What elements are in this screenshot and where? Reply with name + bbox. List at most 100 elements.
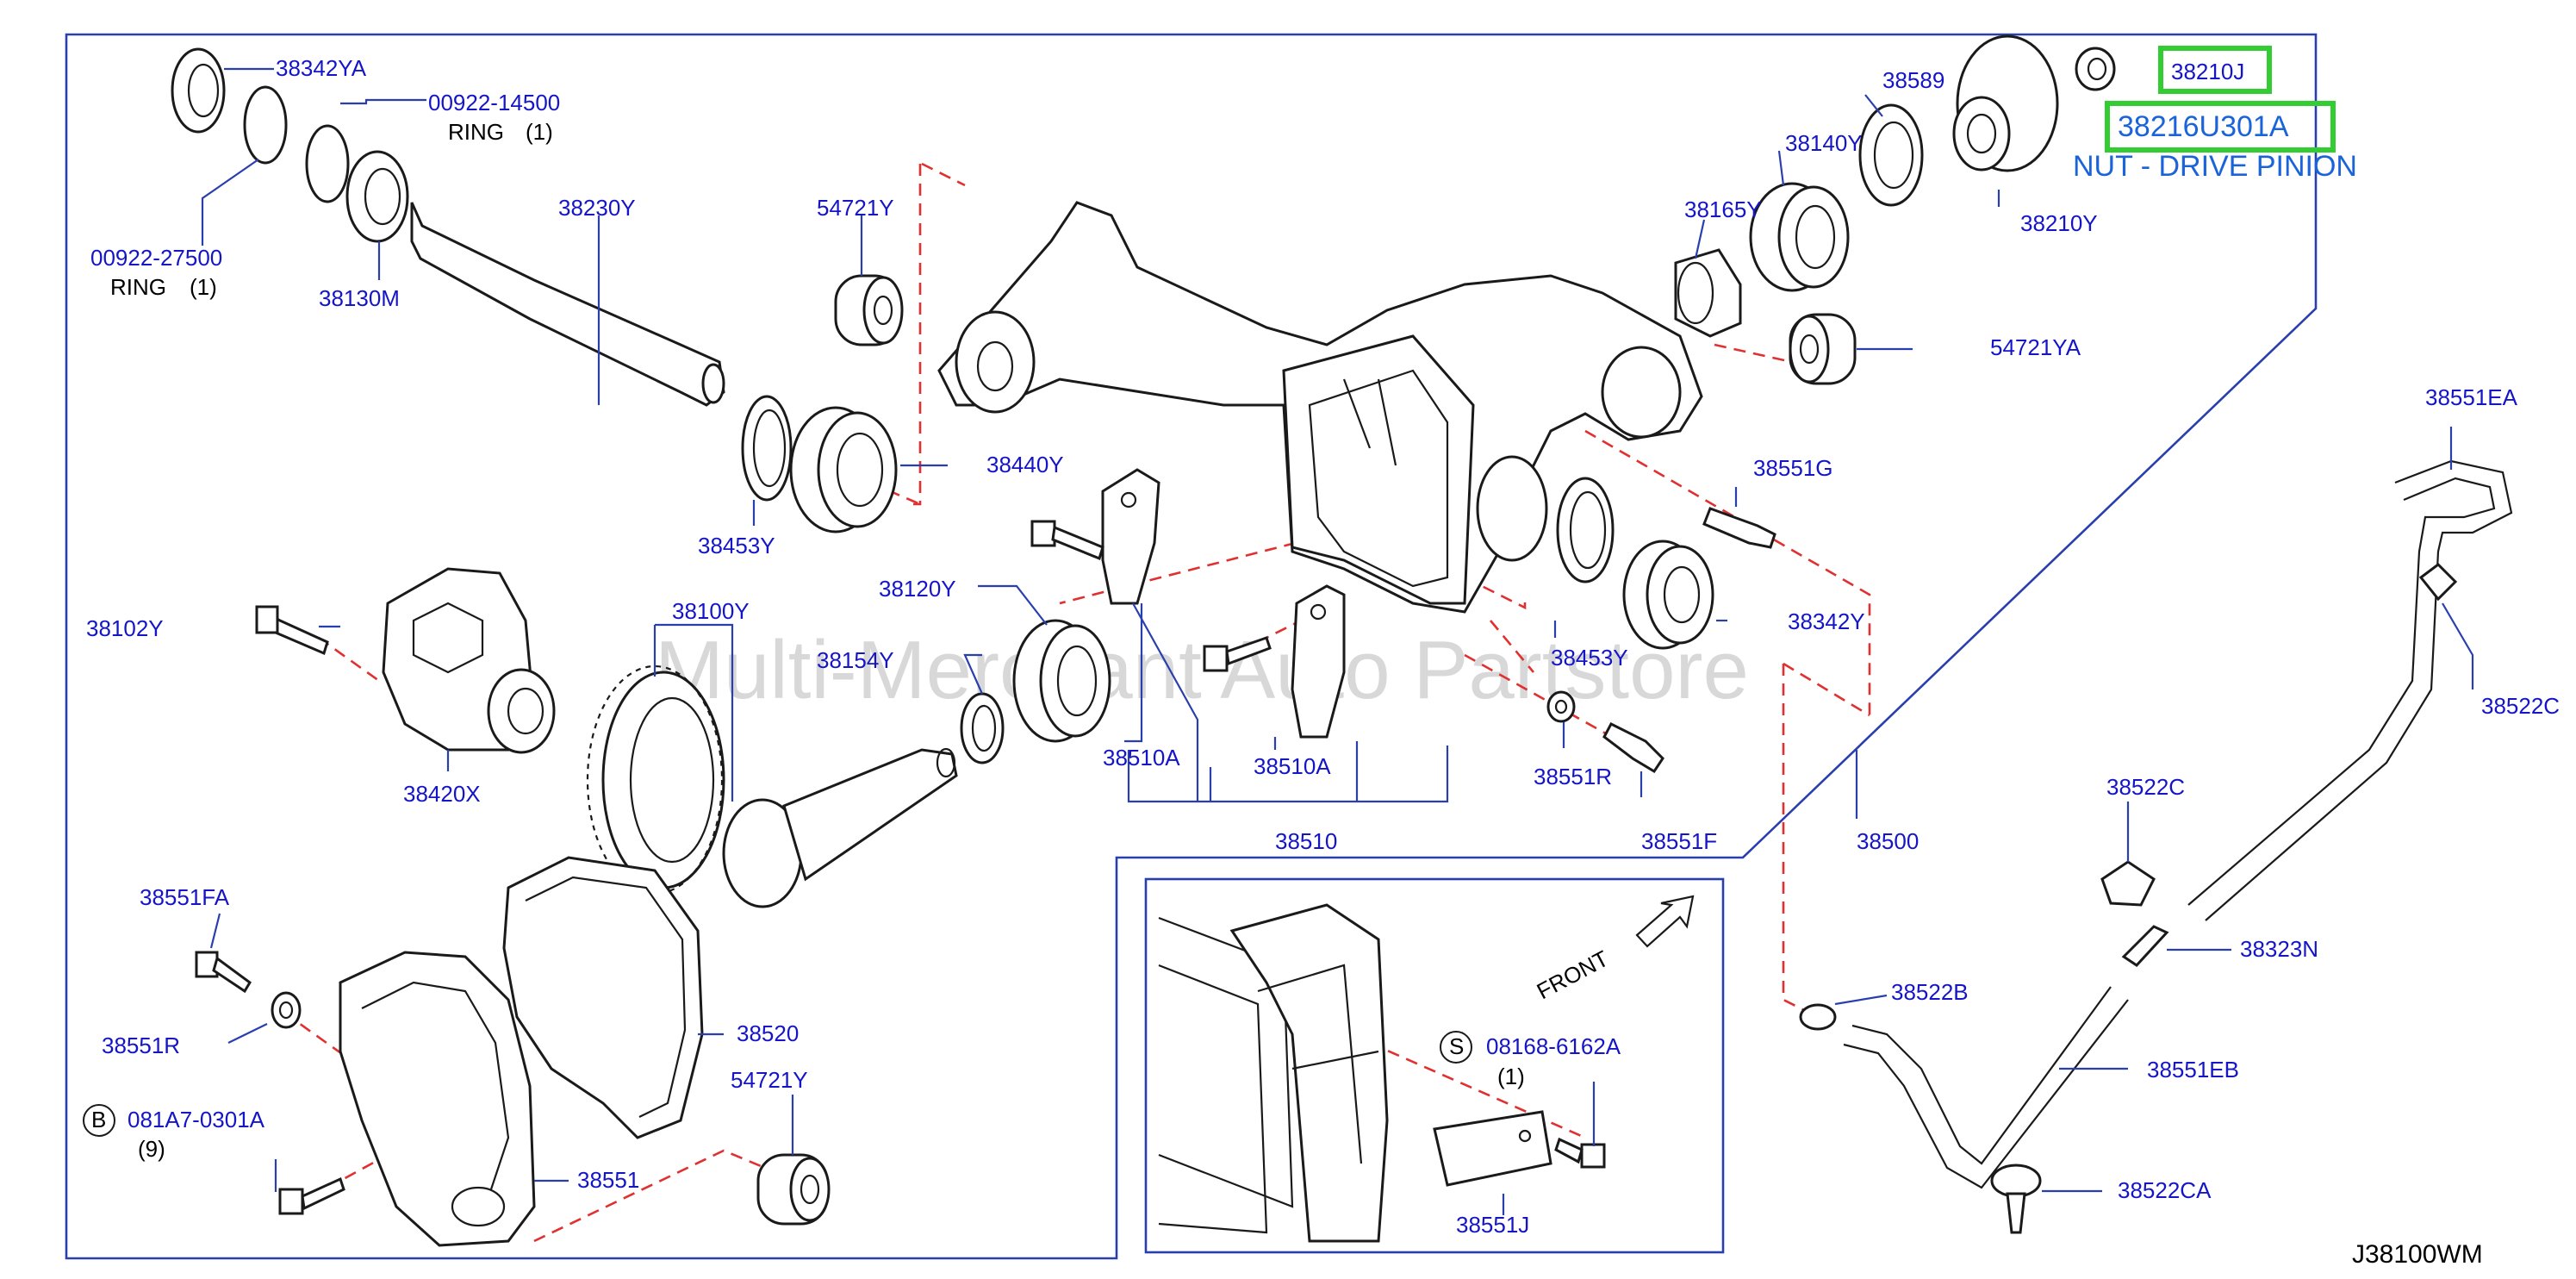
label-00922-14500[interactable]: 00922-14500 <box>428 90 560 115</box>
highlight-part-number[interactable]: 38216U301A <box>2118 110 2289 143</box>
highlight-nut-code[interactable]: 38210J <box>2171 59 2244 84</box>
shim-38453Y-right <box>1556 477 1615 583</box>
bearing-cap-38510A-right <box>1291 584 1346 739</box>
label-38551R-right[interactable]: 38551R <box>1534 764 1612 789</box>
ring-gear-38100Y <box>586 664 725 895</box>
plug-38551F <box>1602 722 1664 774</box>
nut-38210J <box>2075 47 2116 91</box>
label-38510A-right[interactable]: 38510A <box>1254 753 1331 779</box>
label-38323N[interactable]: 38323N <box>2240 936 2318 962</box>
label-54721Y-top[interactable]: 54721Y <box>817 195 894 221</box>
label-front: FRONT <box>1533 945 1613 1005</box>
label-38102Y[interactable]: 38102Y <box>86 615 164 641</box>
inset-frame <box>1144 877 1725 1254</box>
collar-38165Y <box>1674 248 1742 338</box>
label-38453Y-right[interactable]: 38453Y <box>1551 645 1628 671</box>
label-38100Y[interactable]: 38100Y <box>672 598 750 624</box>
label-54721YA[interactable]: 54721YA <box>1990 334 2081 360</box>
bushing-54721YA <box>1789 313 1857 385</box>
label-38551FA[interactable]: 38551FA <box>140 884 230 910</box>
seal-38589 <box>1858 103 1924 207</box>
inset-bolt-s <box>1554 1137 1606 1169</box>
b-circle-icon <box>83 1104 115 1137</box>
label-ring-2: RING <box>110 274 166 300</box>
bearing-38120Y <box>1012 619 1111 743</box>
diagram-code: J38100WM <box>2352 1240 2483 1269</box>
connector-38323N <box>2121 925 2169 967</box>
label-38230Y[interactable]: 38230Y <box>558 195 636 221</box>
label-38551J[interactable]: 38551J <box>1456 1212 1529 1238</box>
ring-14500 <box>305 124 350 203</box>
label-38589[interactable]: 38589 <box>1882 67 1944 93</box>
shaft-38230Y <box>410 202 725 407</box>
label-38165Y[interactable]: 38165Y <box>1684 197 1762 222</box>
label-38510[interactable]: 38510 <box>1275 828 1337 854</box>
label-38154Y[interactable]: 38154Y <box>817 647 894 673</box>
highlight-box-part-number <box>2105 101 2336 153</box>
label-38440Y[interactable]: 38440Y <box>986 452 1064 477</box>
label-00922-27500[interactable]: 00922-27500 <box>90 245 222 271</box>
inset-bracket-38551J <box>1433 1110 1552 1187</box>
bushing-54721Y-bottom <box>756 1153 831 1226</box>
drive-pinion <box>722 747 958 908</box>
highlight-description: NUT - DRIVE PINION <box>2073 150 2357 183</box>
washer-38551R-right <box>1546 690 1576 723</box>
bushing-54721Y-top <box>834 274 904 346</box>
label-38500[interactable]: 38500 <box>1857 828 1919 854</box>
diff-case-38420X <box>382 567 556 754</box>
label-b-qty: (9) <box>138 1136 165 1162</box>
label-081A7-0301A[interactable]: 081A7-0301A <box>128 1107 265 1132</box>
clip-38522C-right <box>2418 563 2458 602</box>
label-38342YA[interactable]: 38342YA <box>276 55 367 81</box>
label-38342Y[interactable]: 38342Y <box>1788 608 1865 634</box>
label-38210Y[interactable]: 38210Y <box>2020 210 2098 236</box>
label-ring-1-qty: (1) <box>526 119 553 145</box>
cap-bolt-left <box>1030 520 1104 561</box>
label-38551EB[interactable]: 38551EB <box>2147 1057 2239 1082</box>
label-38522B[interactable]: 38522B <box>1891 979 1969 1005</box>
part-labels: 38342YA 00922-14500 RING (1) 00922-27500… <box>83 55 2560 1238</box>
label-ring-1: RING <box>448 119 504 145</box>
shim-38154Y <box>960 692 1005 764</box>
label-38522C-mid[interactable]: 38522C <box>2106 774 2185 800</box>
highlight-box-nut-code <box>2158 46 2272 94</box>
bearing-38130M <box>345 150 409 243</box>
label-38520[interactable]: 38520 <box>737 1020 799 1046</box>
clip-38522C-mid <box>2100 860 2156 907</box>
label-38551EA[interactable]: 38551EA <box>2425 384 2518 410</box>
label-38140Y[interactable]: 38140Y <box>1785 130 1863 156</box>
label-s-qty: (1) <box>1497 1064 1525 1089</box>
bearing-38140Y <box>1749 182 1850 292</box>
label-38510A-left[interactable]: 38510A <box>1103 745 1180 771</box>
label-38522CA[interactable]: 38522CA <box>2118 1177 2212 1203</box>
hose-38551EB <box>1843 986 2129 1189</box>
washer-38551R-left <box>271 991 302 1029</box>
label-38130M[interactable]: 38130M <box>319 285 400 311</box>
label-08168-6162A[interactable]: 08168-6162A <box>1486 1033 1621 1059</box>
outer-frame <box>65 33 2318 1260</box>
label-38551[interactable]: 38551 <box>577 1167 639 1193</box>
label-38551R-left[interactable]: 38551R <box>102 1033 180 1058</box>
label-38551F[interactable]: 38551F <box>1641 828 1717 854</box>
label-38453Y-left[interactable]: 38453Y <box>698 533 775 558</box>
bolt-38551FA <box>195 951 252 994</box>
label-38522C-right[interactable]: 38522C <box>2481 693 2560 719</box>
label-38551G[interactable]: 38551G <box>1753 455 1833 481</box>
cap-bolt-right <box>1203 636 1272 672</box>
front-arrow-icon <box>1635 895 1695 948</box>
rear-cover-38551 <box>339 951 536 1247</box>
bolt-38102Y <box>255 605 329 656</box>
label-b-letter: B <box>91 1107 106 1132</box>
seal-38342YA <box>171 47 226 134</box>
label-54721Y-bottom[interactable]: 54721Y <box>731 1067 808 1093</box>
label-38120Y[interactable]: 38120Y <box>879 576 956 602</box>
inset-frame-rail <box>1158 903 1389 1243</box>
s-circle-icon <box>1440 1031 1472 1064</box>
flange-38210Y <box>1952 34 2059 172</box>
label-38420X[interactable]: 38420X <box>403 781 481 807</box>
leader-lines <box>201 67 2474 1215</box>
seal-38342Y <box>1622 540 1714 650</box>
ring-27500 <box>243 85 288 165</box>
